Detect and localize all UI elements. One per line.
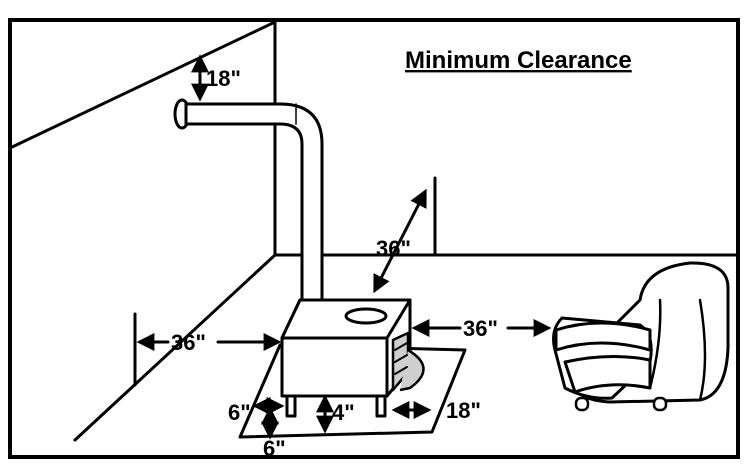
leg-height-label: 4" — [332, 400, 355, 425]
furniture-clearance-marker: 36" — [411, 316, 552, 341]
stove — [280, 298, 425, 418]
side-wall-clearance-label: 36" — [171, 330, 206, 355]
room-walls — [8, 20, 740, 442]
furniture-clearance-label: 36" — [463, 316, 498, 341]
side-wall-clearance-marker: 36" — [136, 330, 282, 355]
back-wall-clearance-label: 36" — [376, 236, 411, 261]
back-wall-clearance-marker: 36" — [373, 188, 427, 294]
floor-pad-rear-label: 18" — [446, 398, 481, 423]
diagram-title: Minimum Clearance — [405, 47, 632, 74]
floor-pad-side-marker: 6" — [228, 397, 285, 425]
floor-pad-front-label: 6" — [263, 436, 286, 461]
ceiling-clearance-label: 18" — [206, 66, 241, 91]
floor-pad-front-marker: 6" — [261, 406, 286, 461]
floor-pad-side-label: 6" — [228, 400, 251, 425]
ceiling-clearance-marker: 18" — [191, 54, 241, 102]
floor-pad-rear-marker: 18" — [391, 398, 481, 423]
armchair — [552, 261, 730, 412]
leg-height-marker: 4" — [316, 394, 355, 434]
